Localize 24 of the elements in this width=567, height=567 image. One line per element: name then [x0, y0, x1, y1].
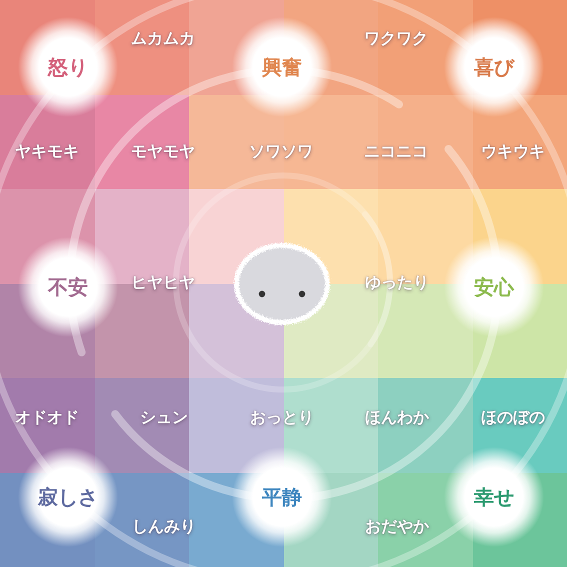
emotion-word: 寂しさ: [38, 485, 98, 509]
emotion-word: オドオド: [15, 407, 79, 427]
emotion-word: ほのぼの: [481, 407, 545, 427]
emotion-word: モヤモヤ: [131, 141, 195, 161]
emotion-word: ワクワク: [364, 28, 428, 48]
emotion-word: 喜び: [474, 55, 514, 79]
emotion-word: ほんわか: [365, 407, 429, 427]
emotion-word: ムカムカ: [131, 28, 195, 48]
emotion-word: シュン: [140, 407, 188, 427]
emotion-word: おっとり: [250, 407, 314, 427]
emotion-word: おだやか: [365, 516, 429, 536]
emotion-word: ニコニコ: [364, 141, 428, 161]
emotion-word: 平静: [262, 485, 302, 509]
emotion-word: 幸せ: [474, 485, 514, 509]
emotion-word: ヤキモキ: [15, 141, 79, 161]
emotion-word: ウキウキ: [481, 141, 545, 161]
emotion-word: 興奮: [262, 55, 302, 79]
emotion-word: 不安: [48, 275, 88, 299]
emotion-word: 怒り: [48, 55, 88, 79]
emotion-word: ソワソワ: [249, 141, 313, 161]
emotion-word: しんみり: [132, 516, 196, 536]
emotion-word: 安心: [474, 275, 514, 299]
emotion-word: ゆったり: [365, 272, 429, 292]
emotion-word: ヒヤヒヤ: [131, 272, 195, 292]
